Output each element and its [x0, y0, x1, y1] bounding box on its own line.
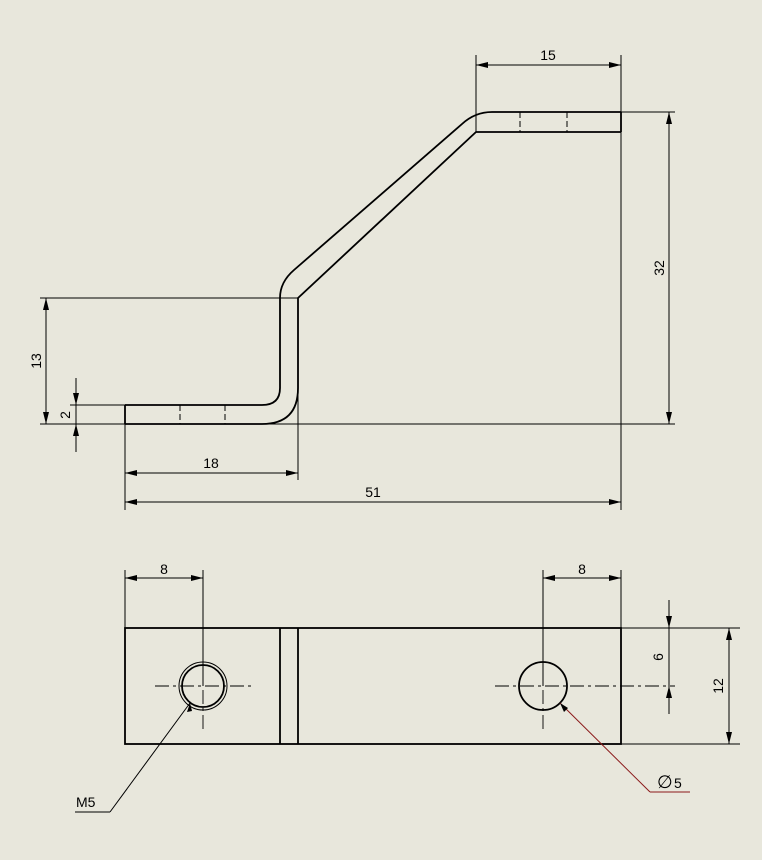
arrowhead	[191, 575, 203, 581]
dim-label-hole-center: 6	[650, 653, 666, 661]
arrowhead	[609, 575, 621, 581]
arrowhead	[125, 575, 137, 581]
top-view: 8 8 6 12 M5 ∅ 5	[75, 561, 740, 813]
arrowhead	[609, 62, 621, 68]
arrowhead	[666, 112, 672, 124]
dim-label-top-width: 15	[540, 47, 556, 63]
arrowhead	[609, 499, 621, 505]
dim-label-thickness: 2	[57, 411, 73, 419]
callout-hole-symbol: ∅	[657, 772, 673, 792]
arrowhead	[666, 686, 672, 698]
arrowhead	[43, 412, 49, 424]
arrowhead	[43, 298, 49, 310]
arrowhead	[187, 703, 192, 712]
dim-label-total-length: 51	[365, 484, 381, 500]
arrowhead	[543, 575, 555, 581]
callout-hole-size: 5	[674, 775, 682, 791]
dim-label-width: 12	[710, 678, 726, 694]
arrowhead	[73, 393, 79, 405]
arrowhead	[666, 412, 672, 424]
dim-label-step-height: 13	[28, 353, 44, 369]
arrowhead	[125, 470, 137, 476]
leader-line-thread	[109, 702, 191, 813]
side-view: 15 32 13 2 18 51	[28, 47, 675, 510]
arrowhead	[560, 703, 568, 712]
arrowhead	[73, 424, 79, 436]
arrowhead	[726, 732, 732, 744]
bracket-inner-profile	[125, 131, 621, 425]
dim-label-right-hole-offset: 8	[578, 561, 586, 577]
arrowhead	[726, 628, 732, 640]
arrowhead	[666, 616, 672, 628]
leader-line-hole	[559, 702, 651, 793]
arrowhead	[125, 499, 137, 505]
bracket-outer-profile	[125, 111, 621, 406]
callout-thread: M5	[76, 794, 96, 810]
arrowhead	[476, 62, 488, 68]
dim-label-height: 32	[651, 260, 667, 276]
dim-label-bottom-length: 18	[203, 455, 219, 471]
dim-label-left-hole-offset: 8	[160, 561, 168, 577]
arrowhead	[286, 470, 298, 476]
